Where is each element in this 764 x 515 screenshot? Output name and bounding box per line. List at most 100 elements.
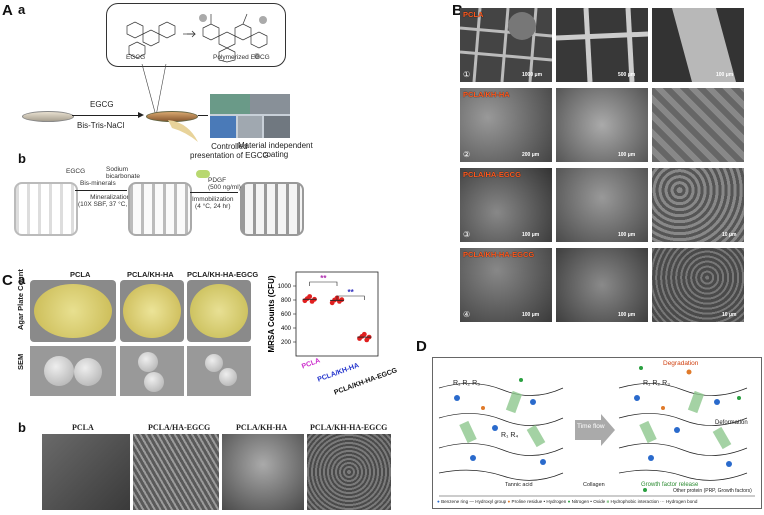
scale-3-1: 100 μm [522, 232, 540, 238]
point-0-2 [307, 294, 313, 299]
hydrogel-network-diagram [438, 366, 755, 497]
sem-row-label: SEM [16, 353, 25, 370]
sem-bead-khhaegcg [187, 346, 251, 396]
row-label-pcla: PCLA [463, 10, 484, 19]
y-tick-label-2: 600 [281, 312, 292, 318]
legend-other-protein: Other protein (PRP, Growth factors) [673, 488, 752, 494]
row-num-4: ④ [463, 310, 471, 319]
uncoated-disc [22, 111, 74, 122]
r-labels-left-2: R₁ R₄ [501, 432, 519, 439]
scale-2-2: 100 μm [618, 152, 636, 158]
sem-pcla-3 [652, 8, 744, 82]
mineralization-arrow [75, 190, 127, 191]
legend-collagen: Collagen [583, 482, 605, 488]
col-hdr-pcla: PCLA [70, 270, 91, 279]
panel-c-letter: C [2, 272, 13, 289]
panel-c-sub-b: b [18, 420, 26, 435]
sem-khha-3 [652, 88, 744, 162]
mineralization-label: Mineralization(10X SBF, 37 °C, 1 hr) [78, 194, 143, 208]
panel-a-sub-a: a [18, 2, 26, 17]
sem-bead-pcla [30, 346, 116, 396]
growth-factor-release-label: Growth factor release [641, 482, 699, 488]
scaffold-1 [14, 182, 78, 236]
controlled-release-swoosh [168, 120, 198, 142]
row-label-khhaegcg: PCLA/KH-HA-EGCG [463, 250, 535, 259]
arrow-buffer-label: Bis-Tris-NaCl [77, 121, 125, 130]
row-num-3: ③ [463, 230, 471, 239]
agar-plate-count-label: Agar Plate Count [16, 269, 25, 330]
r-labels-right: R₁ R₂ R₃ [643, 380, 671, 387]
point-2-2 [361, 331, 367, 337]
scale-3-3: 10 μm [722, 232, 737, 238]
sem-haegcg-2 [556, 168, 648, 242]
row-num-1: ① [463, 70, 471, 79]
time-flow-label: Time flow [577, 423, 605, 430]
col-hdr-khhaegcg: PCLA/KH-HA-EGCG [187, 270, 259, 279]
semb-khha [222, 434, 304, 510]
sem-khhaegcg-1 [460, 248, 552, 322]
col-hdr-khha: PCLA/KH-HA [127, 270, 174, 279]
sig-bracket-0 [309, 281, 338, 286]
scaffold-2 [128, 182, 192, 236]
degradation-label: Degradation [663, 360, 699, 367]
scale-2-1: 200 μm [522, 152, 540, 158]
x-category-label-0: PCLA [301, 357, 321, 370]
panel-a-letter: A [2, 2, 13, 19]
y-tick-label-0: 200 [281, 340, 292, 346]
legend-row: ● Benzene ring — Hydroxyl group ● Prolin… [437, 499, 698, 504]
immobilization-arrow [190, 192, 238, 193]
scale-4-2: 100 μm [618, 312, 636, 318]
panel-d-frame: Time flow Degradation Deformation Growth… [432, 357, 762, 509]
x-category-label-1: PCLA/KH-HA [317, 362, 360, 383]
b-egcg-label: EGCG [66, 168, 86, 175]
row-label-khha: PCLA/KH-HA [463, 90, 510, 99]
semb-hdr-2: PCLA/HA-EGCG [148, 423, 211, 432]
egcg-structure-diagram [126, 13, 268, 63]
semb-hdr-3: PCLA/KH-HA [236, 423, 288, 432]
sig-label-0: ** [320, 274, 327, 283]
agar-plate-pcla [30, 280, 116, 342]
y-axis-label: MRSA Counts (CFU) [267, 275, 276, 352]
scale-4-1: 100 μm [522, 312, 540, 318]
panel-c-sub-a: a [18, 272, 26, 287]
sem-khha-1 [460, 88, 552, 162]
pdgf-icon [196, 170, 210, 178]
y-tick-label-1: 400 [281, 326, 292, 332]
scale-3-2: 100 μm [618, 232, 636, 238]
reaction-arrow [72, 115, 142, 116]
row-num-2: ② [463, 150, 471, 159]
deformation-label: Deformation [715, 420, 748, 426]
sem-pcla-2 [556, 8, 648, 82]
sem-khha-2 [556, 88, 648, 162]
sem-khhaegcg-3 [652, 248, 744, 322]
pdgf-label: PDGF(500 ng/ml) [208, 177, 241, 191]
semb-hdr-1: PCLA [72, 423, 94, 432]
panel-d-letter: D [416, 338, 427, 355]
polymerized-egcg-label: Polymerized EGCG [213, 54, 270, 61]
scale-1-2: 500 μm [618, 72, 636, 78]
y-tick-label-4: 1000 [278, 284, 292, 290]
scaffold-3 [240, 182, 304, 236]
sig-bracket-1 [336, 295, 365, 300]
scale-4-3: 10 μm [722, 312, 737, 318]
sig-label-1: ** [348, 288, 355, 297]
semb-khhaegcg [307, 434, 391, 510]
semb-haegcg [133, 434, 219, 510]
sem-grid-b: PCLA ① 1000 μm 500 μm 100 μm PCLA/KH-HA … [460, 8, 758, 328]
point-1-4 [339, 297, 345, 303]
sem-pcla-1 [460, 8, 552, 82]
material-photo-collage [210, 94, 290, 138]
sem-haegcg-3 [652, 168, 744, 242]
bis-minerals-label: Bis-minerals [80, 180, 116, 187]
egcg-molecule-box [106, 3, 286, 67]
legend-tannic: Tannic acid [505, 482, 533, 488]
time-flow-arrow [575, 414, 615, 446]
row-label-haegcg: PCLA/HA-EGCG [463, 170, 521, 179]
agar-plate-khhaegcg [187, 280, 251, 342]
agar-plate-khha [120, 280, 184, 342]
sem-bead-khha [120, 346, 184, 396]
